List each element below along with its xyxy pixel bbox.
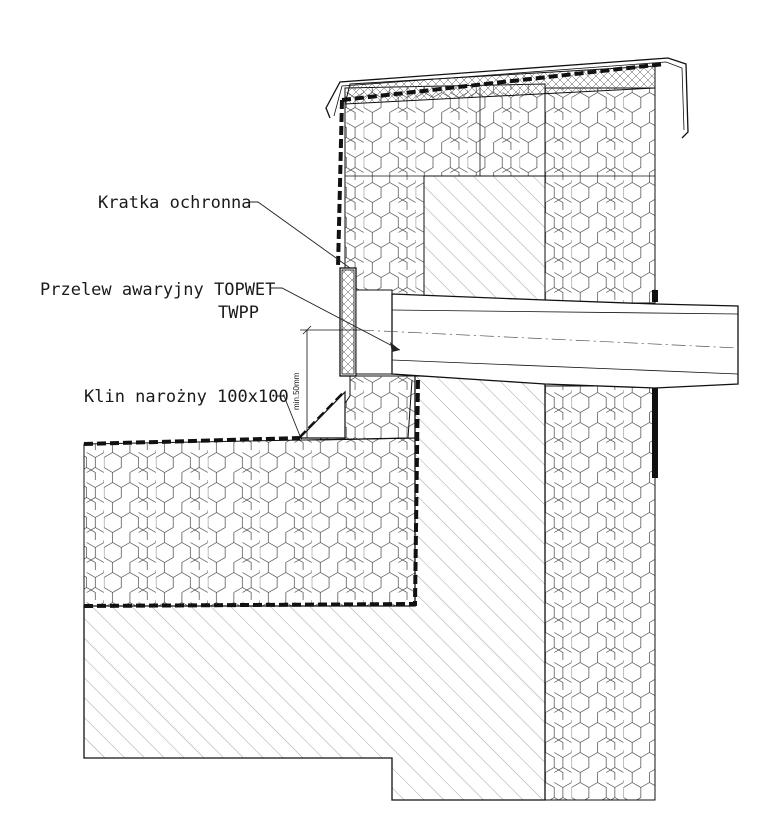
corner-wedge xyxy=(298,390,346,439)
dimension-text: min.50mm xyxy=(292,372,301,410)
overflow-pipe xyxy=(339,267,739,389)
label-corner-wedge: Klin narożny 100x100 xyxy=(84,387,289,407)
outer-wall-plaster xyxy=(652,290,658,478)
parapet-flashing xyxy=(325,57,689,139)
wall-insulation-right xyxy=(544,87,656,801)
label-protective-grate: Kratka ochronna xyxy=(98,193,252,213)
slab-insulation xyxy=(83,437,416,607)
label-overflow-line1: Przelew awaryjny TOPWET xyxy=(40,280,275,300)
dimension-min-50mm: min.50mm xyxy=(292,325,360,438)
leaders xyxy=(250,201,401,437)
label-overflow-line2: TWPP xyxy=(218,303,259,323)
